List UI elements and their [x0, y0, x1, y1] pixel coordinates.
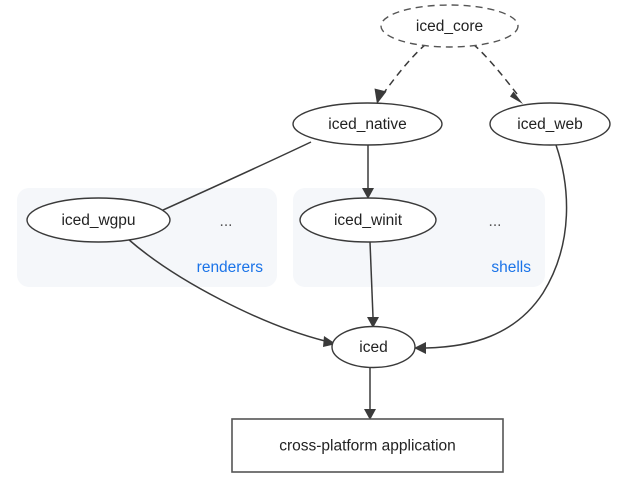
cluster-renderers-ellipsis: ...: [220, 213, 233, 230]
node-application-shape: [231, 418, 504, 473]
node-iced-winit[interactable]: iced_winit: [299, 197, 437, 243]
arrowhead-iced-core-to-iced-web: [510, 91, 523, 104]
node-iced-wgpu[interactable]: iced_wgpu: [26, 197, 171, 243]
node-iced-native[interactable]: iced_native: [292, 102, 443, 146]
node-iced-web-shape: [489, 102, 611, 146]
node-iced[interactable]: iced: [331, 325, 416, 369]
node-iced-label: iced: [359, 339, 387, 356]
edge-iced-web-to-iced: [425, 144, 568, 349]
node-iced-native-label: iced_native: [328, 116, 406, 133]
arrowhead-iced-to-application: [364, 409, 376, 420]
cluster-renderers-label: renderers: [197, 259, 264, 276]
node-application[interactable]: cross-platform application: [231, 418, 504, 473]
node-iced-wgpu-shape: [26, 197, 171, 243]
arrowhead-iced-core-to-iced-native: [374, 88, 387, 104]
edge-iced-wgpu-to-iced: [127, 238, 326, 342]
node-iced-core[interactable]: iced_core: [380, 4, 519, 48]
node-iced-winit-shape: [299, 197, 437, 243]
node-iced-native-shape: [292, 102, 443, 146]
node-iced-web-label: iced_web: [517, 116, 583, 133]
arrowhead-iced-web-to-iced: [414, 342, 426, 354]
node-iced-wgpu-label: iced_wgpu: [61, 212, 135, 229]
edge-iced-winit-to-iced: [369, 241, 374, 318]
node-iced-winit-label: iced_winit: [334, 212, 403, 229]
edge-iced-core-to-iced-web: [472, 43, 518, 95]
arrowhead-iced-winit-to-iced: [367, 317, 379, 328]
cluster-shells-label: shells: [491, 259, 531, 276]
cluster-shells-ellipsis: ...: [489, 213, 502, 230]
node-iced-web[interactable]: iced_web: [489, 102, 611, 146]
node-iced-shape: [331, 325, 416, 369]
edge-iced-core-to-iced-native: [382, 43, 427, 95]
arrowhead-iced-native-to-iced-winit: [362, 188, 374, 199]
node-iced-core-shape: [380, 4, 519, 48]
node-application-label: cross-platform application: [279, 438, 456, 455]
edge-iced-native-to-iced-wgpu: [151, 141, 312, 216]
node-iced-core-label: iced_core: [416, 18, 483, 35]
